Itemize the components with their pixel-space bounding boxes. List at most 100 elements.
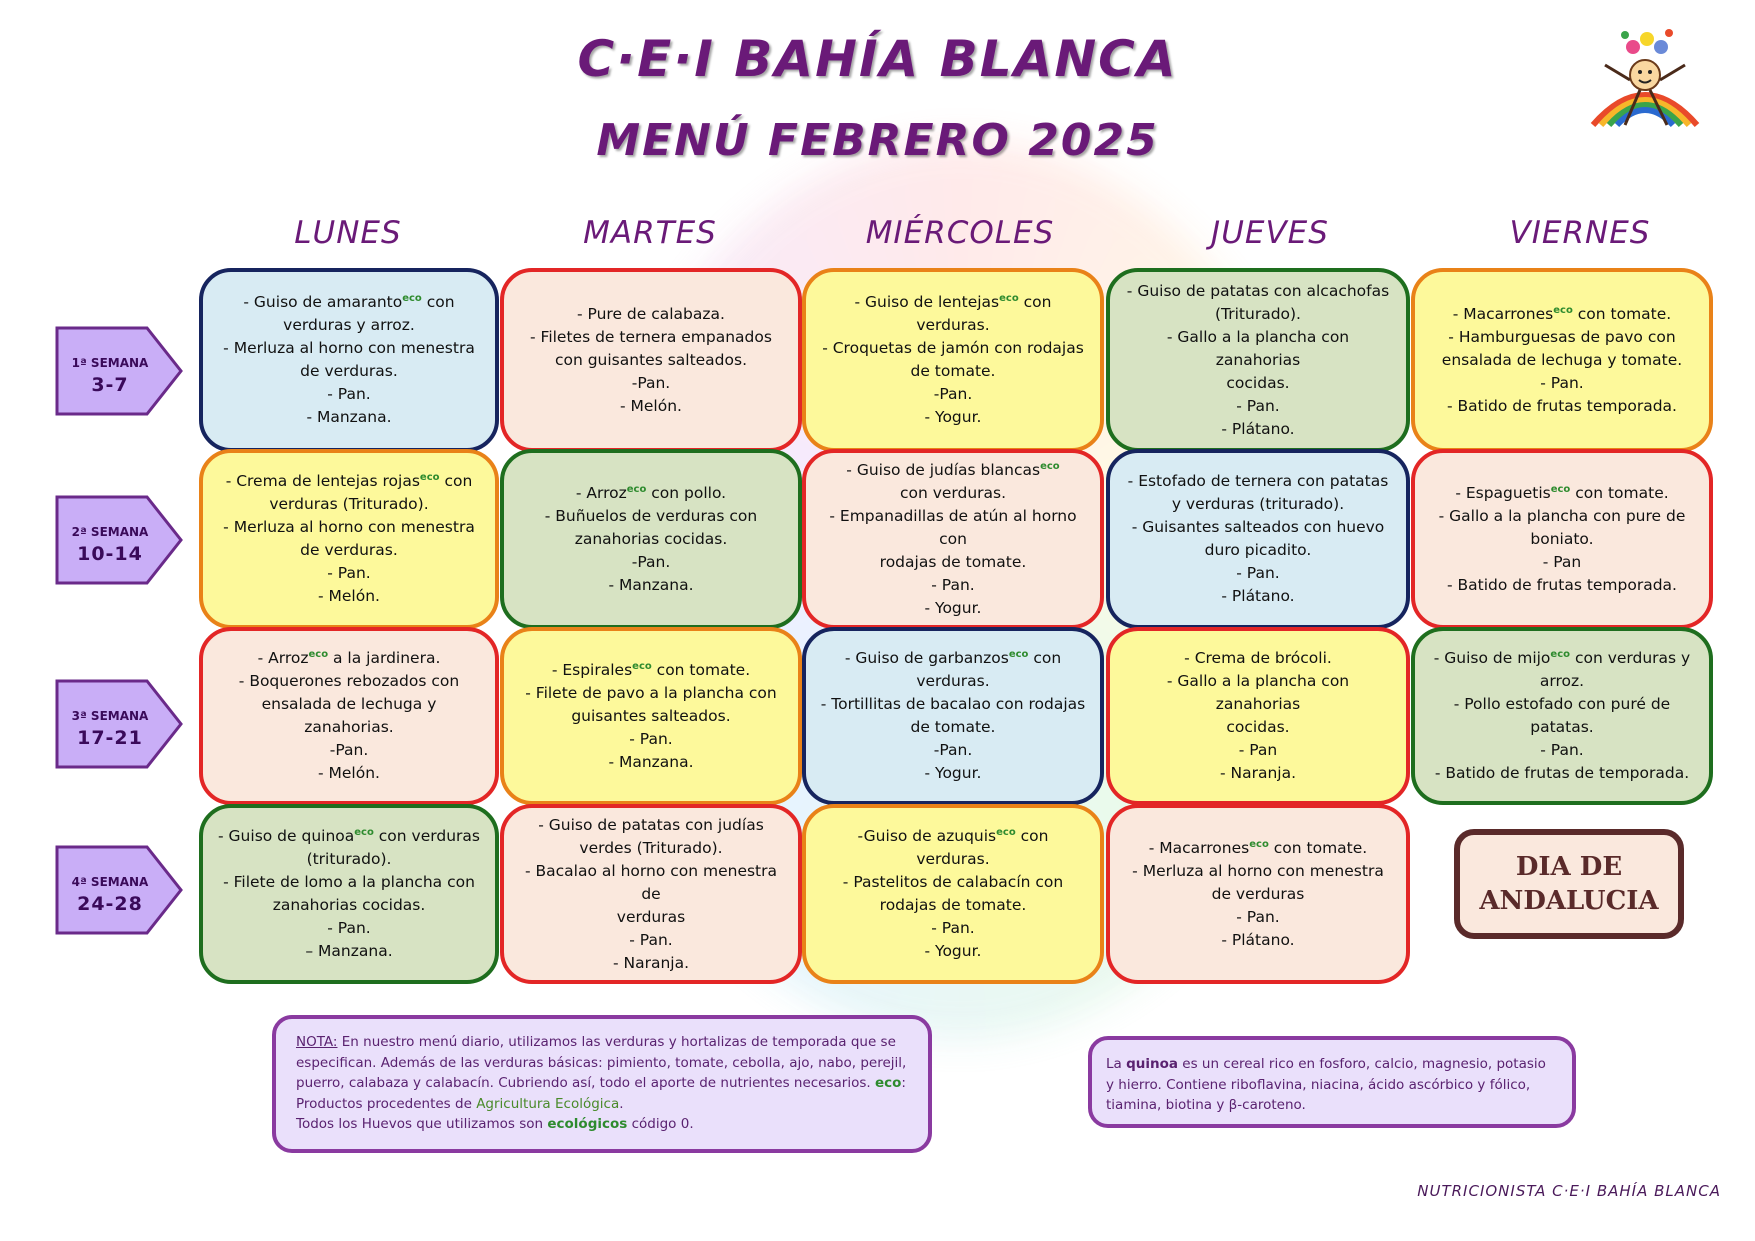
menu-line: cocidas. [1124, 372, 1392, 395]
eco-badge: eco [1550, 648, 1571, 660]
menu-line: - Batido de frutas temporada. [1439, 574, 1686, 597]
menu-line: rodajas de tomate. [843, 894, 1063, 917]
menu-line: rodajas de tomate. [820, 551, 1086, 574]
menu-line: de verduras. [223, 360, 475, 383]
menu-line-text: cocidas. [1226, 373, 1290, 392]
menu-line-text: - Yogur. [924, 942, 982, 960]
menu-line: y verduras (triturado). [1128, 493, 1389, 516]
menu-line: - Estofado de ternera con patatas [1128, 470, 1389, 493]
day-header-lunes: LUNES [294, 215, 402, 251]
menu-line: ensalada de lechuga y tomate. [1442, 349, 1682, 372]
week-range-text: 17-21 [77, 727, 143, 749]
menu-cell-content: - Arrozeco a la jardinera.- Boquerones r… [217, 647, 481, 785]
week-range-text: 3-7 [91, 374, 129, 396]
eco-badge: eco [402, 292, 422, 304]
footer-credit: NUTRICIONISTA C·E·I BAHÍA BLANCA [1417, 1182, 1721, 1200]
menu-line-text: - Pan. [1236, 564, 1280, 582]
menu-cell: - Guiso de quinoaeco con verduras(tritur… [199, 804, 499, 984]
menu-line: de tomate. [822, 360, 1084, 383]
menu-line: - Melón. [223, 585, 475, 608]
menu-line: boniato. [1439, 528, 1686, 551]
menu-line-text: patatas. [1530, 718, 1594, 736]
week-label-text: 4ª SEMANA [71, 875, 149, 889]
menu-line-text: - Pan [1238, 741, 1278, 759]
menu-line-text: - Pan. [327, 564, 371, 582]
menu-line: - Pan [1439, 551, 1686, 574]
menu-line: de verduras [1132, 883, 1384, 906]
menu-cell-content: - Pure de calabaza. - Filetes de ternera … [530, 303, 772, 418]
menu-line-text: verdes (Triturado). [579, 838, 723, 857]
menu-line-text: - Guiso de patatas con judías [538, 815, 764, 834]
menu-line-text: - Estofado de ternera con patatas [1127, 472, 1389, 490]
menu-line: - Arrozeco con pollo. [545, 482, 757, 505]
menu-line-text-after: con verduras y [1570, 649, 1691, 667]
menu-cell-content: - Estofado de ternera con patatas y verdu… [1128, 470, 1389, 608]
menu-line-text: - Guiso de judías blancas [846, 460, 1041, 479]
menu-line-text: - Empanadillas de atún al horno con [829, 506, 1077, 548]
menu-line-text: - Pure de calabaza. [577, 304, 725, 323]
menu-line-text-after: con tomate. [1570, 483, 1669, 502]
menu-cell-content: - Guiso de quinoaeco con verduras(tritur… [218, 825, 480, 963]
menu-line-text: -Pan. [631, 373, 671, 392]
menu-line-text: - Pollo estofado con puré de [1453, 695, 1671, 713]
menu-line: - Croquetas de jamón con rodajas [822, 337, 1084, 360]
menu-line-text: - Merluza al horno con menestra [223, 518, 475, 536]
menu-line: - Guisantes salteados con huevo [1128, 516, 1389, 539]
menu-line-text: - Espirales [551, 660, 633, 679]
menu-cell: - Espaguetiseco con tomate.- Gallo a la … [1411, 449, 1713, 629]
menu-line-text: - Manzana. [608, 575, 694, 594]
menu-line: (Triturado). [1124, 303, 1392, 326]
week-label-3: 3ª SEMANA 17-21 [55, 679, 183, 769]
menu-line-text: - Gallo a la plancha con zanahorias [1166, 672, 1350, 713]
menu-line-text: - Merluza al horno con menestra [1132, 861, 1384, 880]
menu-line-text: - Melón. [318, 587, 380, 605]
menu-cell: - Arrozeco con pollo.- Buñuelos de verdu… [500, 449, 802, 629]
menu-line-text: arroz. [1539, 672, 1585, 690]
eco-badge: eco [1040, 460, 1060, 472]
menu-line-text: - Bacalao al horno con menestra de [524, 861, 778, 903]
menu-line: - Pan. [525, 728, 776, 751]
menu-line-text: - Crema de lentejas rojas [225, 472, 420, 490]
menu-line: - Boquerones rebozados con [217, 670, 481, 693]
menu-cell-content: - Macarroneseco con tomate.- Merluza al … [1132, 837, 1384, 952]
menu-cell: - Guiso de patatas con alcachofas(Tritur… [1106, 268, 1410, 452]
menu-line: con guisantes salteados. [530, 349, 772, 372]
menu-line: - Filete de lomo a la plancha con [218, 871, 480, 894]
menu-cell: - Crema de brócoli.- Gallo a la plancha … [1106, 627, 1410, 805]
eco-badge: eco [1249, 838, 1269, 850]
menu-line-text: - Guiso de mijo [1433, 649, 1551, 667]
menu-line-text: verduras. [916, 672, 990, 690]
menu-line-text: - Croquetas de jamón con rodajas [822, 339, 1084, 357]
menu-line-text: - Plátano. [1221, 930, 1295, 949]
menu-line: - Filete de pavo a la plancha con [525, 682, 776, 705]
week-arrow-shape [55, 326, 183, 416]
week-label-4: 4ª SEMANA 24-28 [55, 845, 183, 935]
eco-badge: eco [1553, 304, 1573, 316]
menu-line-text: - Batido de frutas de temporada. [1434, 764, 1690, 782]
menu-line: verduras. [843, 848, 1063, 871]
menu-line-text: rodajas de tomate. [879, 896, 1027, 914]
menu-line: - Guiso de patatas con alcachofas [1124, 280, 1392, 303]
quinoa-text-b: es un cereal rico en fosforo, calcio, ma… [1106, 1056, 1546, 1113]
menu-cell: - Guiso de patatas con judías verdes (Tri… [500, 804, 802, 984]
menu-line: - Plátano. [1128, 585, 1389, 608]
menu-line: - Pan. [223, 562, 475, 585]
menu-line: - Gallo a la plancha con zanahorias [1124, 326, 1392, 372]
menu-line-text: - Pan. [931, 575, 975, 594]
menu-line: - Plátano. [1132, 929, 1384, 952]
menu-line: - Guiso de mijoeco con verduras y [1434, 647, 1690, 670]
nota-box: NOTA: En nuestro menú diario, utilizamos… [272, 1015, 932, 1153]
menu-line-text: (Triturado). [1215, 304, 1301, 323]
menu-line: - Arrozeco a la jardinera. [217, 647, 481, 670]
school-logo [1590, 29, 1700, 128]
menu-line: - Tortillitas de bacalao con rodajas [821, 693, 1085, 716]
menu-line-text-after: con pollo. [646, 483, 727, 502]
nota-eco: eco [874, 1075, 902, 1091]
week-label-text: 2ª SEMANA [71, 525, 149, 539]
menu-line: verdes (Triturado). [518, 837, 784, 860]
menu-line: - Filetes de ternera empanados [530, 326, 772, 349]
